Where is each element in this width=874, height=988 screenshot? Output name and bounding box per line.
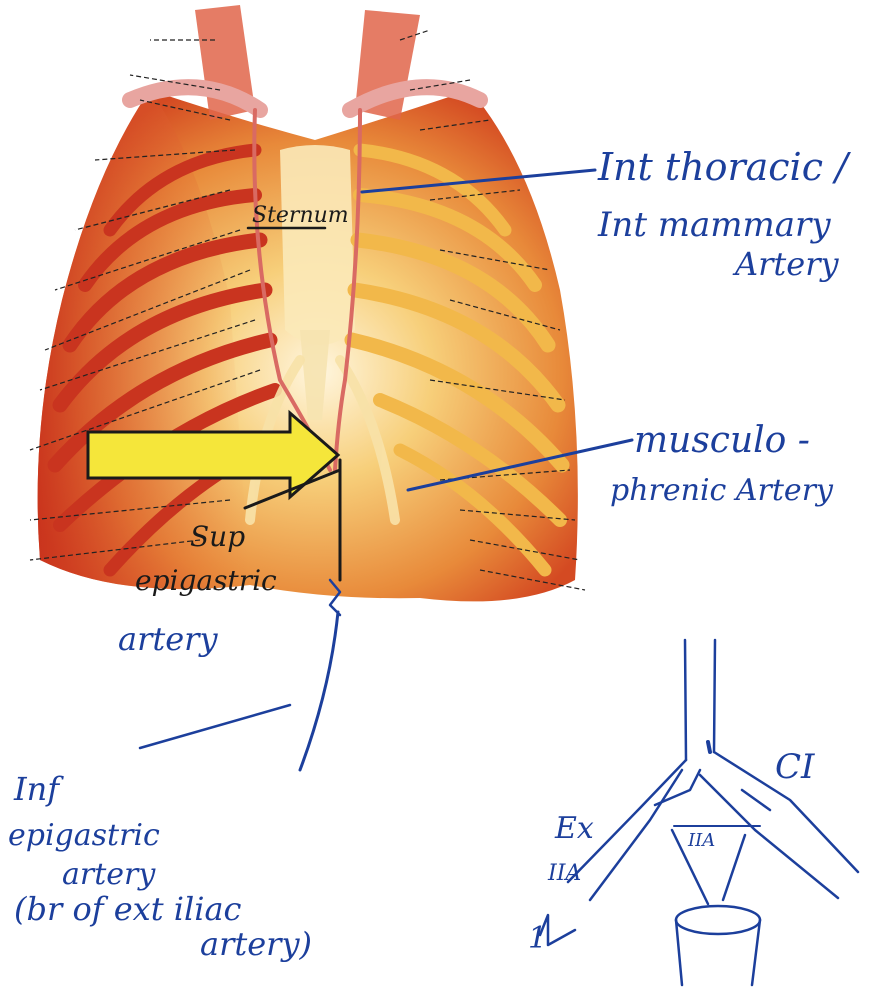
sup-epigastric-label-line3: artery: [118, 620, 218, 658]
one-label: 1: [528, 921, 547, 956]
ex-label: Ex: [554, 811, 594, 846]
int-thoracic-label-line2: Int mammary: [597, 205, 831, 245]
sternum-label: Sternum: [252, 203, 349, 228]
ci-label: CI: [775, 747, 815, 787]
iia-left-label: IIA: [547, 861, 581, 886]
sup-epigastric-label-line1: Sup: [190, 520, 245, 553]
int-thoracic-label-line3: Artery: [732, 245, 840, 283]
inf-epigastric-label-line5: artery): [200, 925, 312, 963]
musculophrenic-label-line1: musculo -: [634, 420, 810, 461]
inf-epigastric-label-line1: Inf: [13, 770, 64, 808]
iia-label: IIA: [687, 830, 715, 851]
inf-epigastric-label-line4: (br of ext iliac: [14, 890, 242, 928]
inf-epigastric-label-line3: artery: [62, 857, 156, 892]
int-thoracic-label-line1: Int thoracic /: [597, 145, 851, 189]
musculophrenic-label-line2: phrenic Artery: [610, 473, 834, 508]
sup-epigastric-label-line2: epigastric: [135, 564, 277, 597]
inf-epigastric-label-line2: epigastric: [8, 818, 160, 853]
rib-cage-illustration: [30, 5, 585, 601]
